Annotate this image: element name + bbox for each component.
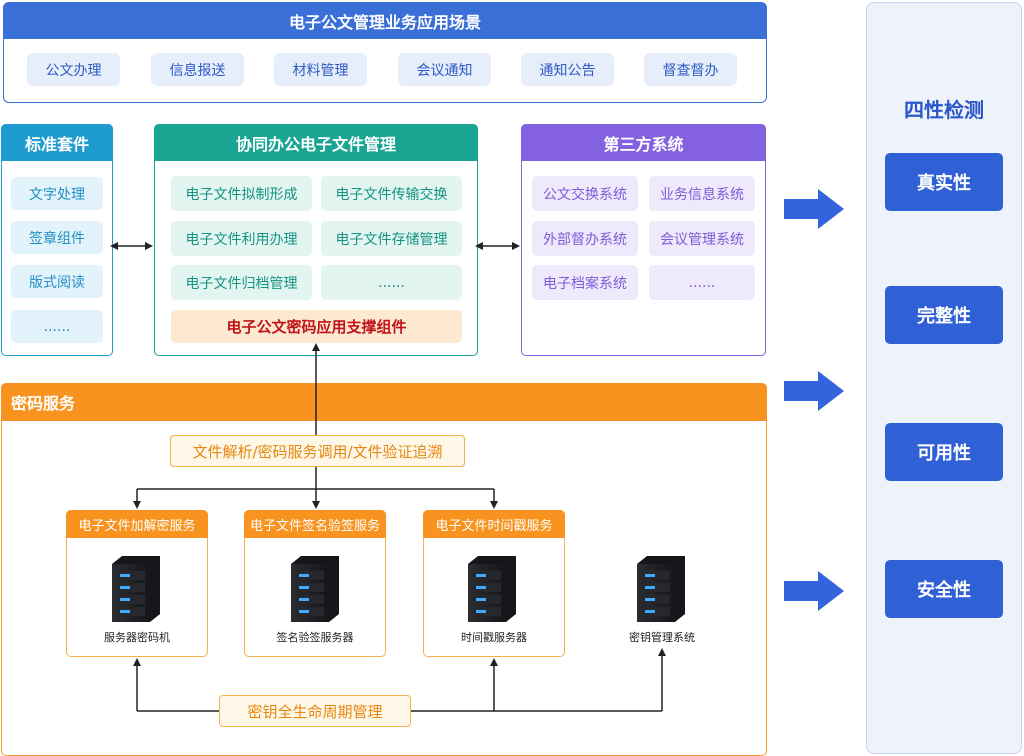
co-item-transfer: 电子文件传输交换 <box>321 176 462 211</box>
check-security: 安全性 <box>885 560 1003 618</box>
crypto-service-title: 密码服务 <box>1 383 767 421</box>
scenario-item-material-management: 材料管理 <box>274 53 367 86</box>
server-icon-crypto-machine <box>112 556 160 622</box>
encryption-service-title: 电子文件加解密服务 <box>66 510 208 538</box>
third-party-title: 第三方系统 <box>521 124 766 161</box>
tp-item-e-archive: 电子档案系统 <box>532 265 638 300</box>
tp-item-document-exchange: 公文交换系统 <box>532 176 638 211</box>
tp-item-business-info: 业务信息系统 <box>649 176 755 211</box>
crypto-support-component: 电子公文密码应用支撑组件 <box>171 310 462 343</box>
timestamp-server-caption: 时间戳服务器 <box>461 631 527 644</box>
cooperative-office-title: 协同办公电子文件管理 <box>154 124 478 161</box>
standard-suite-title: 标准套件 <box>1 124 113 161</box>
tp-item-meeting-management: 会议管理系统 <box>649 221 755 256</box>
scenario-item-announcement: 通知公告 <box>521 53 614 86</box>
co-item-drafting: 电子文件拟制形成 <box>171 176 312 211</box>
business-scenario-title: 电子公文管理业务应用场景 <box>3 2 767 39</box>
check-usability: 可用性 <box>885 423 1003 481</box>
four-checks-panel <box>866 2 1022 754</box>
co-item-more: ...... <box>321 265 462 300</box>
four-checks-title: 四性检测 <box>904 97 984 122</box>
server-icon-key-management <box>637 556 685 622</box>
scenario-item-info-report: 信息报送 <box>151 53 244 86</box>
standard-item-more: ...... <box>11 310 103 343</box>
key-lifecycle-label: 密钥全生命周期管理 <box>219 695 411 727</box>
standard-item-signature-component: 签章组件 <box>11 221 103 254</box>
co-item-archiving: 电子文件归档管理 <box>171 265 312 300</box>
scenario-item-supervision: 督查督办 <box>644 53 737 86</box>
co-item-storage: 电子文件存储管理 <box>321 221 462 256</box>
timestamp-service-title: 电子文件时间戳服务 <box>423 510 565 538</box>
signature-service-title: 电子文件签名验签服务 <box>244 510 386 538</box>
file-parse-label-overlay: 文件解析/密码服务调用/文件验证追溯 <box>170 435 465 467</box>
arrow-right-icon-top <box>784 189 844 229</box>
server-icon-signature <box>291 556 339 622</box>
check-authenticity: 真实性 <box>885 153 1003 211</box>
standard-item-layout-reader: 版式阅读 <box>11 265 103 298</box>
check-integrity: 完整性 <box>885 286 1003 344</box>
co-item-utilization: 电子文件利用办理 <box>171 221 312 256</box>
arrow-right-icon-middle <box>784 371 844 411</box>
standard-item-word-processing: 文字处理 <box>11 177 103 210</box>
signature-server-caption: 签名验签服务器 <box>276 631 354 644</box>
tp-item-external-supervision: 外部督办系统 <box>532 221 638 256</box>
arrow-right-icon-bottom <box>784 571 844 611</box>
tp-item-more: ...... <box>649 265 755 300</box>
server-crypto-machine-caption: 服务器密码机 <box>104 631 170 644</box>
scenario-item-meeting-notice: 会议通知 <box>398 53 491 86</box>
key-management-caption: 密钥管理系统 <box>629 631 695 644</box>
server-icon-timestamp <box>468 556 516 622</box>
scenario-item-document-handling: 公文办理 <box>27 53 120 86</box>
